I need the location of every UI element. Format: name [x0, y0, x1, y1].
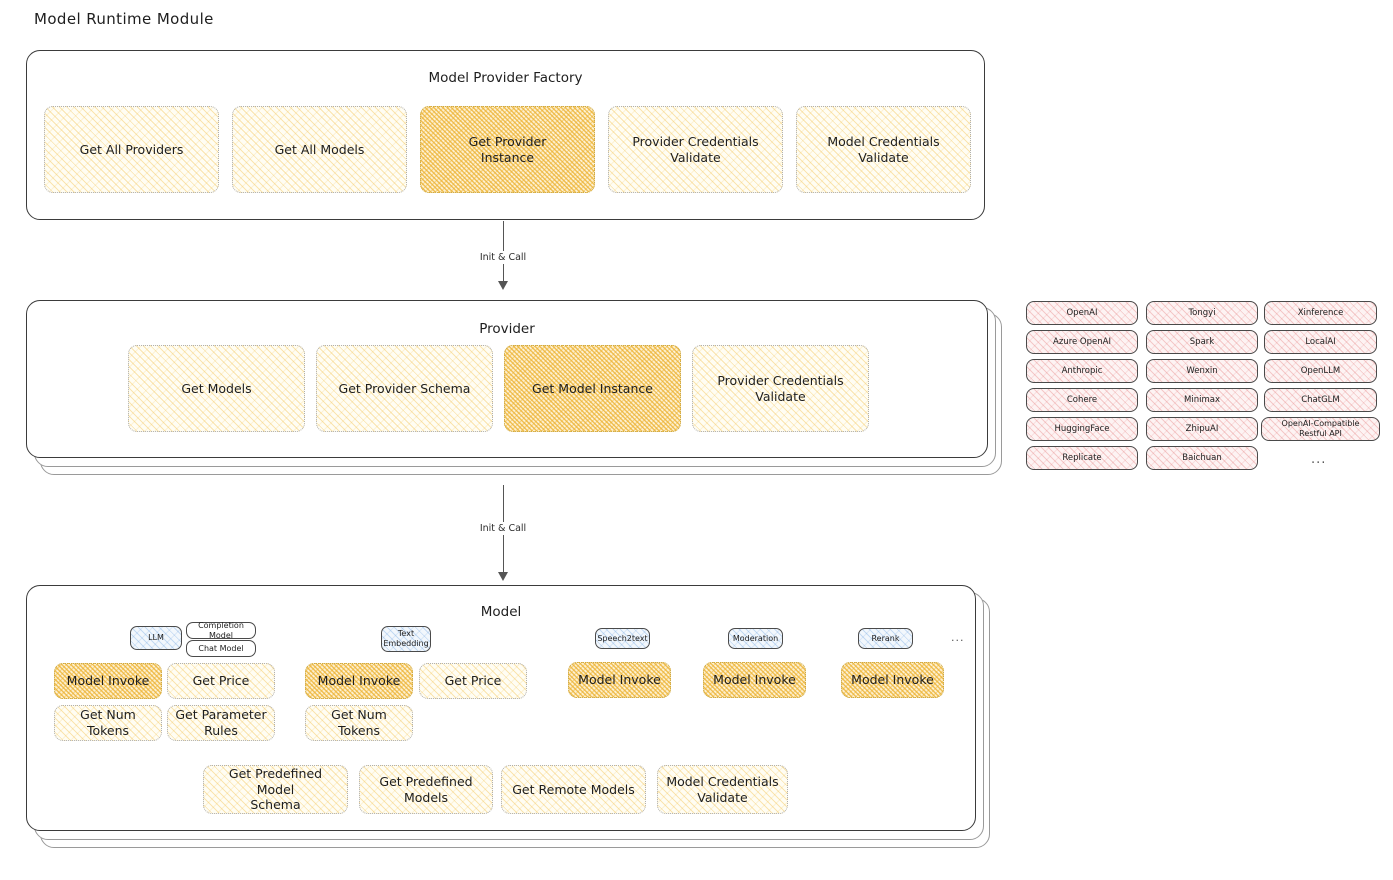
- factory-node-get-all-providers[interactable]: Get All Providers: [44, 106, 219, 193]
- model-common-method-get-remote-models[interactable]: Get Remote Models: [501, 765, 646, 814]
- model-type-badge-llm[interactable]: LLM: [130, 626, 182, 650]
- factory-node-get-all-models[interactable]: Get All Models: [232, 106, 407, 193]
- model-method-rerank-model-invoke[interactable]: Model Invoke: [841, 662, 944, 698]
- provider-node-get-provider-schema[interactable]: Get Provider Schema: [316, 345, 493, 432]
- provider-chip-openai[interactable]: OpenAI: [1026, 301, 1138, 325]
- model-method-speech2text-model-invoke[interactable]: Model Invoke: [568, 662, 671, 698]
- provider-node-get-model-instance[interactable]: Get Model Instance: [504, 345, 681, 432]
- arrow-factory-to-provider-head: [498, 281, 508, 290]
- provider-title: Provider: [479, 321, 535, 337]
- model-method-llm-get-num-tokens[interactable]: Get Num Tokens: [54, 705, 162, 741]
- model-method-llm-model-invoke[interactable]: Model Invoke: [54, 663, 162, 699]
- provider-chip-huggingface[interactable]: HuggingFace: [1026, 417, 1138, 441]
- arrow-factory-to-provider-label: Init & Call: [475, 251, 531, 264]
- model-type-badge-moderation[interactable]: Moderation: [728, 628, 783, 649]
- provider-chip-azure-openai[interactable]: Azure OpenAI: [1026, 330, 1138, 354]
- model-sub-badge-completion-model[interactable]: Completion Model: [186, 621, 256, 640]
- provider-chip-anthropic[interactable]: Anthropic: [1026, 359, 1138, 383]
- provider-chip-xinference[interactable]: Xinference: [1264, 301, 1377, 325]
- model-types-ellipsis: ...: [951, 631, 965, 644]
- model-type-badge-rerank[interactable]: Rerank: [858, 628, 913, 649]
- model-method-text-embedding-get-price[interactable]: Get Price: [419, 663, 527, 699]
- provider-chip-spark[interactable]: Spark: [1146, 330, 1258, 354]
- provider-chip-minimax[interactable]: Minimax: [1146, 388, 1258, 412]
- provider-chip-baichuan[interactable]: Baichuan: [1146, 446, 1258, 470]
- provider-chip-cohere[interactable]: Cohere: [1026, 388, 1138, 412]
- provider-node-get-models[interactable]: Get Models: [128, 345, 305, 432]
- model-method-llm-get-price[interactable]: Get Price: [167, 663, 275, 699]
- provider-chip-chatglm[interactable]: ChatGLM: [1264, 388, 1377, 412]
- provider-chip-localai[interactable]: LocalAI: [1264, 330, 1377, 354]
- model-type-badge-speech2text[interactable]: Speech2text: [595, 628, 650, 649]
- provider-chip-openllm[interactable]: OpenLLM: [1264, 359, 1377, 383]
- provider-chip-replicate[interactable]: Replicate: [1026, 446, 1138, 470]
- model-provider-factory-title: Model Provider Factory: [428, 70, 583, 86]
- model-sub-badge-chat-model[interactable]: Chat Model: [186, 640, 256, 657]
- provider-chip-openai-compatible-restful-api[interactable]: OpenAI-Compatible Restful API: [1261, 417, 1380, 441]
- model-method-text-embedding-model-invoke[interactable]: Model Invoke: [305, 663, 413, 699]
- provider-chip-wenxin[interactable]: Wenxin: [1146, 359, 1258, 383]
- page-title: Model Runtime Module: [34, 10, 214, 28]
- model-method-moderation-model-invoke[interactable]: Model Invoke: [703, 662, 806, 698]
- model-title: Model: [480, 604, 522, 620]
- provider-chip-tongyi[interactable]: Tongyi: [1146, 301, 1258, 325]
- model-method-text-embedding-get-num-tokens[interactable]: Get Num Tokens: [305, 705, 413, 741]
- arrow-provider-to-model-head: [498, 572, 508, 581]
- provider-list-ellipsis: ...: [1311, 452, 1327, 467]
- arrow-provider-to-model-label: Init & Call: [475, 522, 531, 535]
- provider-chip-zhipuai[interactable]: ZhipuAI: [1146, 417, 1258, 441]
